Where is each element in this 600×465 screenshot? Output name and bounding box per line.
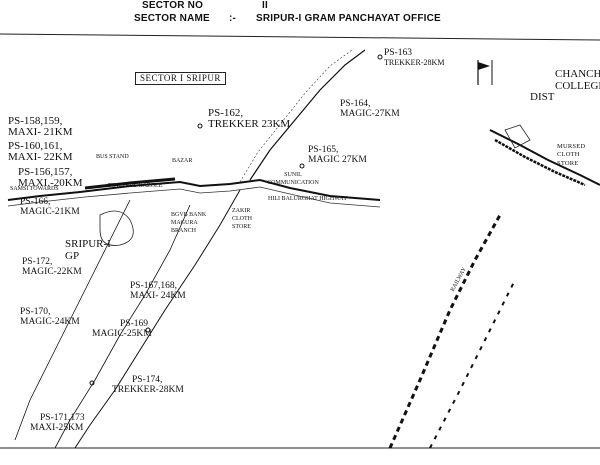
road-east — [489, 129, 600, 186]
place-zakir-cloth-store: ZAKIR CLOTH STORE — [232, 208, 252, 230]
road-north-east-edge — [239, 49, 353, 183]
place-hili-balurghat-highway: HILI BALURGHAT HIGHWAY — [268, 196, 348, 202]
ps162-label: PS-162, TREKKER 23KM — [208, 107, 291, 130]
sector-no-label: SECTOR NO — [142, 0, 204, 11]
marker-ps169 — [145, 327, 151, 333]
ps158-label: PS-158,159, MAXI- 21KM — [8, 115, 73, 138]
place-towards-gazole: TOWARDS GAZOLE — [108, 183, 163, 189]
ps174-label: PS-174, TREKKER-28KM — [112, 375, 184, 395]
place-sunil-communication: SUNIL COMMUNICATION — [267, 172, 319, 186]
marker-ps174 — [89, 380, 95, 386]
road-north-east — [249, 49, 366, 181]
ps172-label: PS-172, MAGIC-22KM — [22, 257, 82, 277]
ps164-label: PS-164, MAGIC-27KM — [340, 99, 400, 119]
marker-ps162 — [197, 123, 203, 129]
railway-line-2 — [429, 279, 516, 449]
highway-road — [7, 178, 381, 201]
ps163-label: PS-163 TREKKER-28KM — [384, 48, 445, 67]
ps171-label: PS-171,173 MAXI-25KM — [30, 413, 85, 433]
ps167-label: PS-167,168, MAXI- 24KM — [130, 281, 186, 301]
ps160-label: PS-160,161, MAXI- 22KM — [8, 140, 73, 163]
railway-line — [388, 214, 502, 449]
pond — [504, 124, 531, 149]
ps165-label: PS-165, MAGIC 27KM — [308, 145, 367, 165]
place-bazar: BAZAR — [172, 158, 193, 164]
road-south-west — [74, 189, 241, 449]
marker-ps163 — [377, 54, 383, 60]
ps170-label: PS-170, MAGIC-24KM — [20, 307, 80, 327]
river-bend — [99, 210, 134, 246]
ps169-label: PS-169 MAGIC-25KM — [92, 319, 152, 339]
place-towards-samsi: SAMSI TOWARDS — [10, 186, 59, 192]
sector-name-sep: :- — [229, 13, 237, 24]
place-dist-label: DIST — [530, 91, 555, 103]
map-title: SECTOR I SRIPUR — [135, 72, 226, 85]
sector-name-label: SECTOR NAME — [134, 13, 210, 24]
flag-icon — [477, 60, 493, 85]
marker-ps165 — [299, 163, 305, 169]
sector-no-value: II — [262, 0, 268, 11]
place-chanchal-college: CHANCHAL COLLEGE — [555, 68, 600, 93]
place-bus-stand: BUS STAND — [96, 154, 129, 160]
map-border-top — [0, 33, 600, 41]
ps166-label: PS-166, MAGIC-21KM — [20, 197, 80, 217]
ps156-label: PS-156,157, MAXI.-20KM — [18, 166, 83, 189]
place-mursed-cloth-store: MURSED CLOTH STORE — [557, 143, 586, 167]
place-sripur-gp: SRIPUR-I GP — [65, 238, 111, 263]
sector-name-value: SRIPUR-I GRAM PANCHAYAT OFFICE — [256, 13, 441, 24]
highway-road-edge — [7, 186, 381, 208]
road-south — [54, 204, 191, 449]
road-east-2 — [494, 138, 586, 187]
highway-thick-segment — [84, 177, 176, 190]
road-south-2 — [14, 199, 131, 441]
place-bgvb-bank: BGVB BANK MAGURA BRANCH — [171, 212, 207, 234]
